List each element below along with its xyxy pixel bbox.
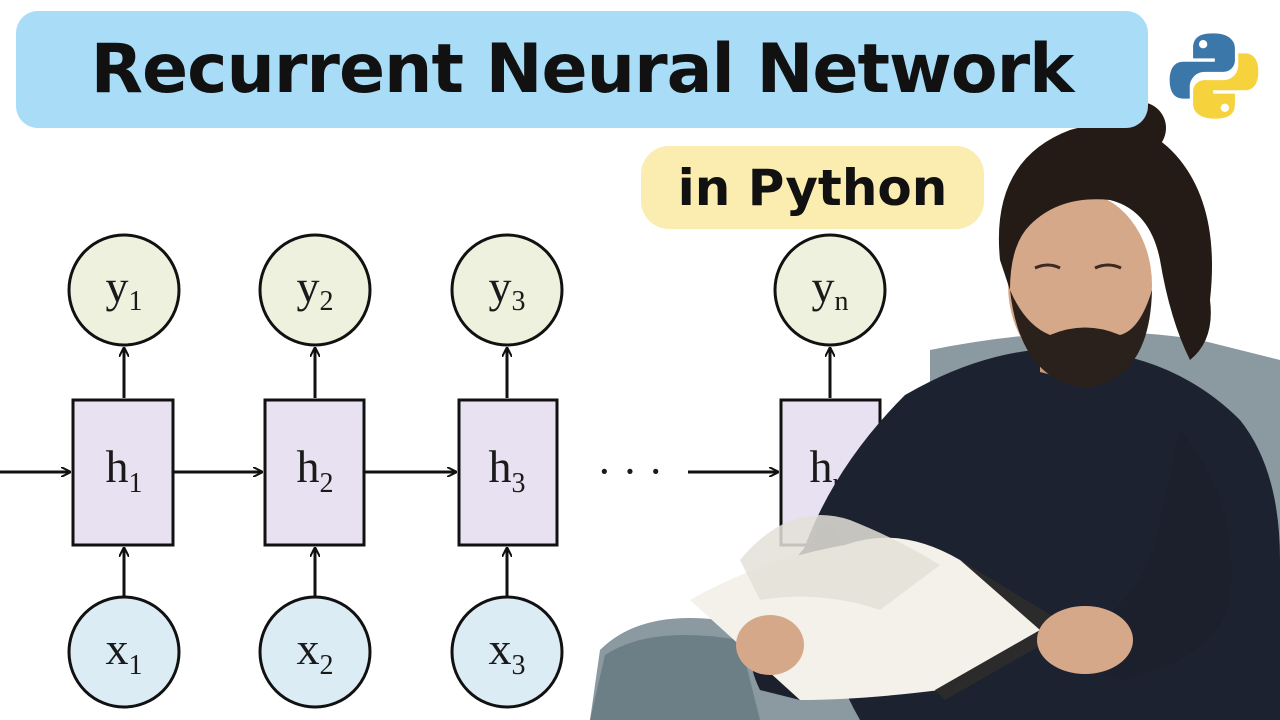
output-label-n: yn xyxy=(812,261,849,317)
subtitle-banner: in Python xyxy=(641,146,984,229)
input-label-3: x3 xyxy=(489,623,526,681)
hidden-label-3: h3 xyxy=(489,441,526,499)
subtitle: in Python xyxy=(677,158,948,217)
book-cover xyxy=(935,560,1062,700)
input-node-3 xyxy=(450,595,564,709)
title: Recurrent Neural Network xyxy=(90,30,1075,109)
output-label-2: y2 xyxy=(297,261,334,317)
input-label-2: x2 xyxy=(297,623,334,681)
hidden-label-2: h2 xyxy=(297,441,334,499)
python-logo-icon xyxy=(1169,33,1259,119)
eyes xyxy=(1034,263,1122,270)
output-node-n xyxy=(773,233,887,347)
output-label-3: y3 xyxy=(489,261,526,317)
input-label-1: x1 xyxy=(106,623,143,681)
hidden-label-1: h1 xyxy=(106,441,143,499)
title-banner: Recurrent Neural Network xyxy=(16,11,1148,128)
input-node-2 xyxy=(258,595,372,709)
right-hand xyxy=(1037,606,1133,674)
beard xyxy=(1010,290,1152,388)
output-node-2 xyxy=(258,233,372,347)
hidden-node-3 xyxy=(457,398,559,547)
book-flipping-pages xyxy=(740,515,940,610)
rnn-column-2: y2 h2 x2 xyxy=(258,233,372,709)
input-node-1 xyxy=(67,595,181,709)
output-node-3 xyxy=(450,233,564,347)
output-node-1 xyxy=(67,233,181,347)
rnn-column-3: y3 h3 x3 xyxy=(450,233,564,709)
ellipsis: · · · xyxy=(597,447,663,496)
rnn-column-1: y1 h1 x1 xyxy=(67,233,181,709)
output-label-1: y1 xyxy=(106,261,143,317)
face xyxy=(1008,193,1152,377)
hair xyxy=(998,124,1212,361)
right-arm xyxy=(1060,430,1232,680)
hidden-node-1 xyxy=(71,398,175,547)
left-hand xyxy=(736,615,804,675)
armchair-arm xyxy=(590,635,760,720)
hidden-node-2 xyxy=(263,398,366,547)
